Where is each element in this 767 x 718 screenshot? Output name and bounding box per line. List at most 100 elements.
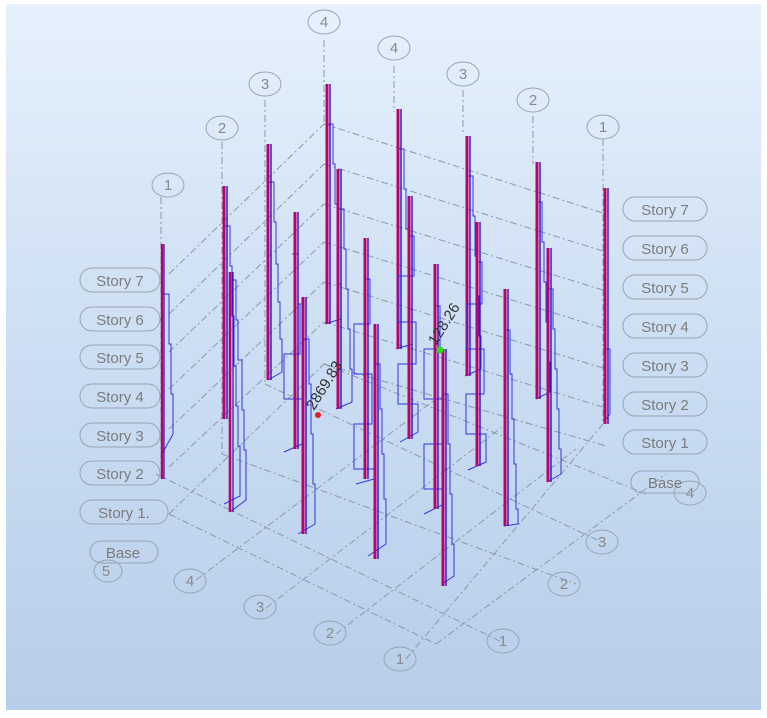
column-c2[interactable] (222, 186, 241, 505)
story-label-left-3[interactable]: Story 3 (79, 422, 161, 448)
grid-bubble-front-right-2[interactable]: 2 (547, 571, 581, 597)
story-label-right-4[interactable]: Story 4 (622, 313, 708, 339)
grid-bubble-back-left-1[interactable]: 1 (151, 172, 185, 198)
svg-text:1: 1 (164, 177, 172, 194)
grid-line (155, 473, 507, 645)
grid-line (168, 241, 325, 390)
grid-bubble-front-left-3[interactable]: 3 (243, 594, 277, 620)
svg-text:3: 3 (261, 76, 269, 93)
svg-text:Story 4: Story 4 (641, 319, 689, 336)
column-c6[interactable] (297, 297, 316, 535)
svg-text:Story 5: Story 5 (96, 350, 144, 367)
column-c1[interactable] (160, 244, 174, 479)
story-label-left-7[interactable]: Story 7 (79, 267, 161, 293)
svg-text:1: 1 (396, 651, 404, 668)
column-c4[interactable] (266, 144, 283, 381)
grid-line (168, 163, 325, 315)
grid-bubble-back-left-2[interactable]: 2 (205, 115, 239, 141)
column-c17[interactable] (503, 289, 519, 527)
column-c5[interactable] (283, 212, 303, 453)
grid-bubble-front-right-3[interactable]: 3 (585, 529, 619, 555)
grid-bubble-front-left-2[interactable]: 2 (313, 620, 347, 646)
grid-line (335, 448, 577, 635)
grid-bubble-front-right-1[interactable]: 1 (486, 628, 520, 654)
svg-text:4: 4 (186, 573, 194, 590)
grid-bubble-back-right-3[interactable]: 3 (446, 61, 480, 87)
model-3d-viewport[interactable]: 2869.83 128.26 1 2 3 4 4 3 2 1 5 4 3 2 1… (6, 4, 761, 710)
grid-line (168, 281, 325, 430)
grid-bubble-front-left-4[interactable]: 4 (173, 568, 207, 594)
column-c19[interactable] (546, 248, 562, 483)
grid-line (195, 398, 437, 581)
grid-line (168, 513, 437, 645)
story-label-left-5[interactable]: Story 5 (79, 344, 161, 370)
column-c20[interactable] (603, 188, 611, 424)
story-label-left-4[interactable]: Story 4 (79, 383, 161, 409)
column-c9[interactable] (353, 238, 375, 485)
grid-bubble-back-left-3[interactable]: 3 (248, 71, 282, 97)
grid-line (435, 473, 667, 645)
story-label-left-2[interactable]: Story 2 (79, 460, 161, 486)
svg-text:3: 3 (598, 534, 606, 551)
grid-line (168, 203, 325, 353)
story-label-right-6[interactable]: Story 6 (622, 235, 708, 261)
svg-text:2: 2 (218, 120, 226, 137)
svg-text:Base: Base (648, 475, 682, 492)
svg-text:2: 2 (560, 576, 568, 593)
story-label-left-1[interactable]: Story 1. (79, 499, 169, 525)
story-label-right-3[interactable]: Story 3 (622, 352, 708, 378)
grid-line (168, 363, 325, 515)
grid-bubble-front-left-5[interactable]: 5 (93, 559, 123, 583)
svg-text:Story 6: Story 6 (96, 312, 144, 329)
svg-text:Story 5: Story 5 (641, 280, 689, 297)
story-label-left-6[interactable]: Story 6 (79, 306, 161, 332)
svg-text:Story 2: Story 2 (96, 466, 144, 483)
svg-text:1: 1 (499, 633, 507, 650)
svg-text:4: 4 (390, 40, 398, 57)
svg-text:4: 4 (686, 485, 694, 502)
story-label-right-base[interactable]: Base (630, 470, 700, 494)
grid-line (323, 123, 607, 215)
grid-line (323, 163, 607, 253)
column-c13[interactable] (423, 264, 445, 515)
svg-text:Story 7: Story 7 (96, 273, 144, 290)
svg-text:3: 3 (459, 66, 467, 83)
svg-text:4: 4 (320, 14, 328, 31)
svg-text:Story 1.: Story 1. (98, 505, 150, 522)
story-label-left-base[interactable]: Base (89, 540, 159, 564)
svg-text:Story 2: Story 2 (641, 397, 689, 414)
grid-line (323, 363, 647, 495)
svg-text:Story 4: Story 4 (96, 389, 144, 406)
story-label-right-5[interactable]: Story 5 (622, 274, 708, 300)
grid-bubble-front-left-1[interactable]: 1 (383, 646, 417, 672)
svg-text:Story 1: Story 1 (641, 435, 689, 452)
structural-model-view: 2869.83 128.26 1 2 3 4 4 3 2 1 5 4 3 2 1… (79, 9, 708, 672)
max-moment-marker[interactable] (315, 412, 321, 418)
svg-text:Story 3: Story 3 (96, 428, 144, 445)
column-c16[interactable] (465, 222, 487, 471)
svg-text:Story 3: Story 3 (641, 358, 689, 375)
column-c8[interactable] (335, 169, 353, 410)
column-c3[interactable] (228, 272, 247, 513)
grid-bubble-back-right-4[interactable]: 4 (377, 35, 411, 61)
grid-bubble-back-left-4[interactable]: 4 (307, 9, 341, 35)
story-label-right-7[interactable]: Story 7 (622, 196, 708, 222)
grid-bubble-back-right-1[interactable]: 1 (586, 114, 620, 140)
grid-line (323, 281, 607, 370)
selected-point-marker[interactable] (436, 346, 444, 354)
svg-text:2: 2 (326, 625, 334, 642)
svg-text:Story 7: Story 7 (641, 202, 689, 219)
story-label-right-2[interactable]: Story 2 (622, 391, 708, 417)
story-label-right-1[interactable]: Story 1 (622, 429, 708, 455)
value-label-b: 128.26 (425, 300, 464, 348)
svg-text:2: 2 (529, 92, 537, 109)
svg-text:5: 5 (102, 563, 110, 580)
grid-bubble-back-right-2[interactable]: 2 (516, 87, 550, 113)
column-c14[interactable] (441, 349, 455, 586)
svg-text:3: 3 (256, 599, 264, 616)
grid-line (168, 123, 325, 275)
grid-line (323, 203, 607, 292)
column-c10[interactable] (367, 324, 387, 559)
column-c18[interactable] (535, 162, 551, 400)
column-c12[interactable] (397, 196, 419, 443)
